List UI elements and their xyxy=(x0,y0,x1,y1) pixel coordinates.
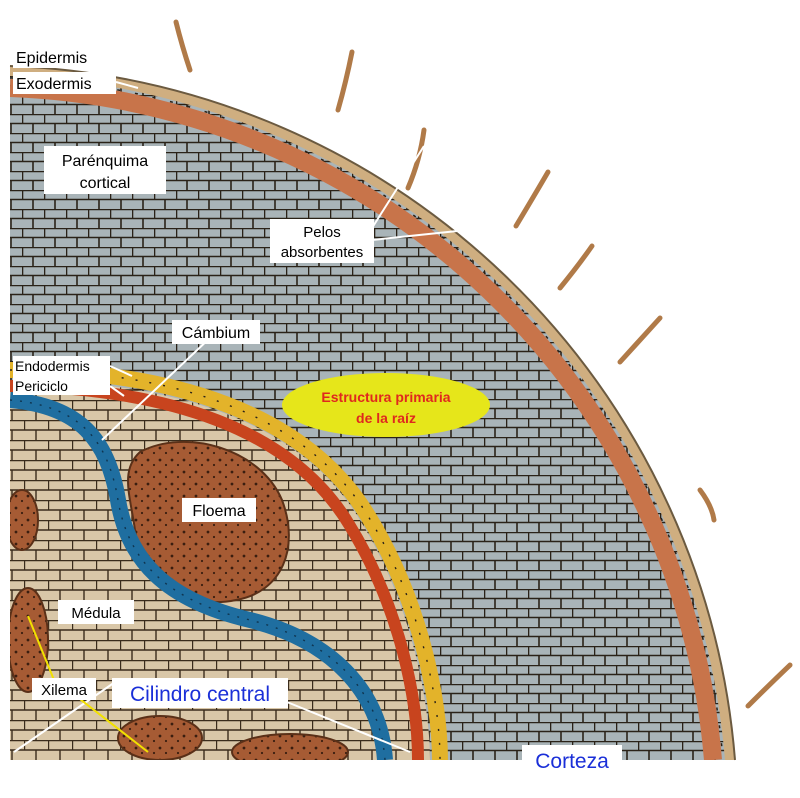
svg-text:Cámbium: Cámbium xyxy=(182,325,250,342)
diagram-title-badge: Estructura primaria de la raíz xyxy=(282,373,490,437)
svg-text:Corteza: Corteza xyxy=(535,750,609,773)
label-epidermis: Epidermis xyxy=(13,46,116,68)
svg-text:de la raíz: de la raíz xyxy=(356,410,416,426)
svg-text:Médula: Médula xyxy=(71,605,121,622)
label-cilindro-central: Cilindro central xyxy=(112,678,288,708)
svg-text:Floema: Floema xyxy=(192,503,245,520)
label-xilema: Xilema xyxy=(32,678,96,700)
label-cambium: Cámbium xyxy=(172,320,260,344)
svg-text:Estructura primaria: Estructura primaria xyxy=(321,389,450,405)
svg-text:absorbentes: absorbentes xyxy=(281,244,364,261)
label-medula: Médula xyxy=(58,600,134,624)
xilema-leaders xyxy=(27,615,149,753)
svg-text:Endodermis: Endodermis xyxy=(15,358,90,374)
label-corteza: Corteza xyxy=(522,745,622,775)
svg-text:Epidermis: Epidermis xyxy=(16,50,87,67)
label-pelos-absorbentes: Pelos absorbentes xyxy=(270,219,374,263)
label-exodermis: Exodermis xyxy=(13,72,116,94)
svg-text:Periciclo: Periciclo xyxy=(15,378,68,394)
label-endodermis: Endodermis xyxy=(13,356,110,376)
svg-text:Xilema: Xilema xyxy=(41,682,88,699)
root-hairs xyxy=(173,19,793,709)
svg-text:Pelos: Pelos xyxy=(303,224,341,241)
leader-lines xyxy=(13,53,735,765)
root-outline xyxy=(9,65,736,761)
svg-text:Parénquima: Parénquima xyxy=(62,153,148,170)
label-periciclo: Periciclo xyxy=(13,376,110,395)
svg-text:cortical: cortical xyxy=(80,175,131,192)
svg-text:Exodermis: Exodermis xyxy=(16,76,92,93)
label-parenquima-cortical: Parénquima cortical xyxy=(44,146,166,194)
svg-text:Cilindro central: Cilindro central xyxy=(130,683,270,706)
label-floema: Floema xyxy=(182,498,256,522)
